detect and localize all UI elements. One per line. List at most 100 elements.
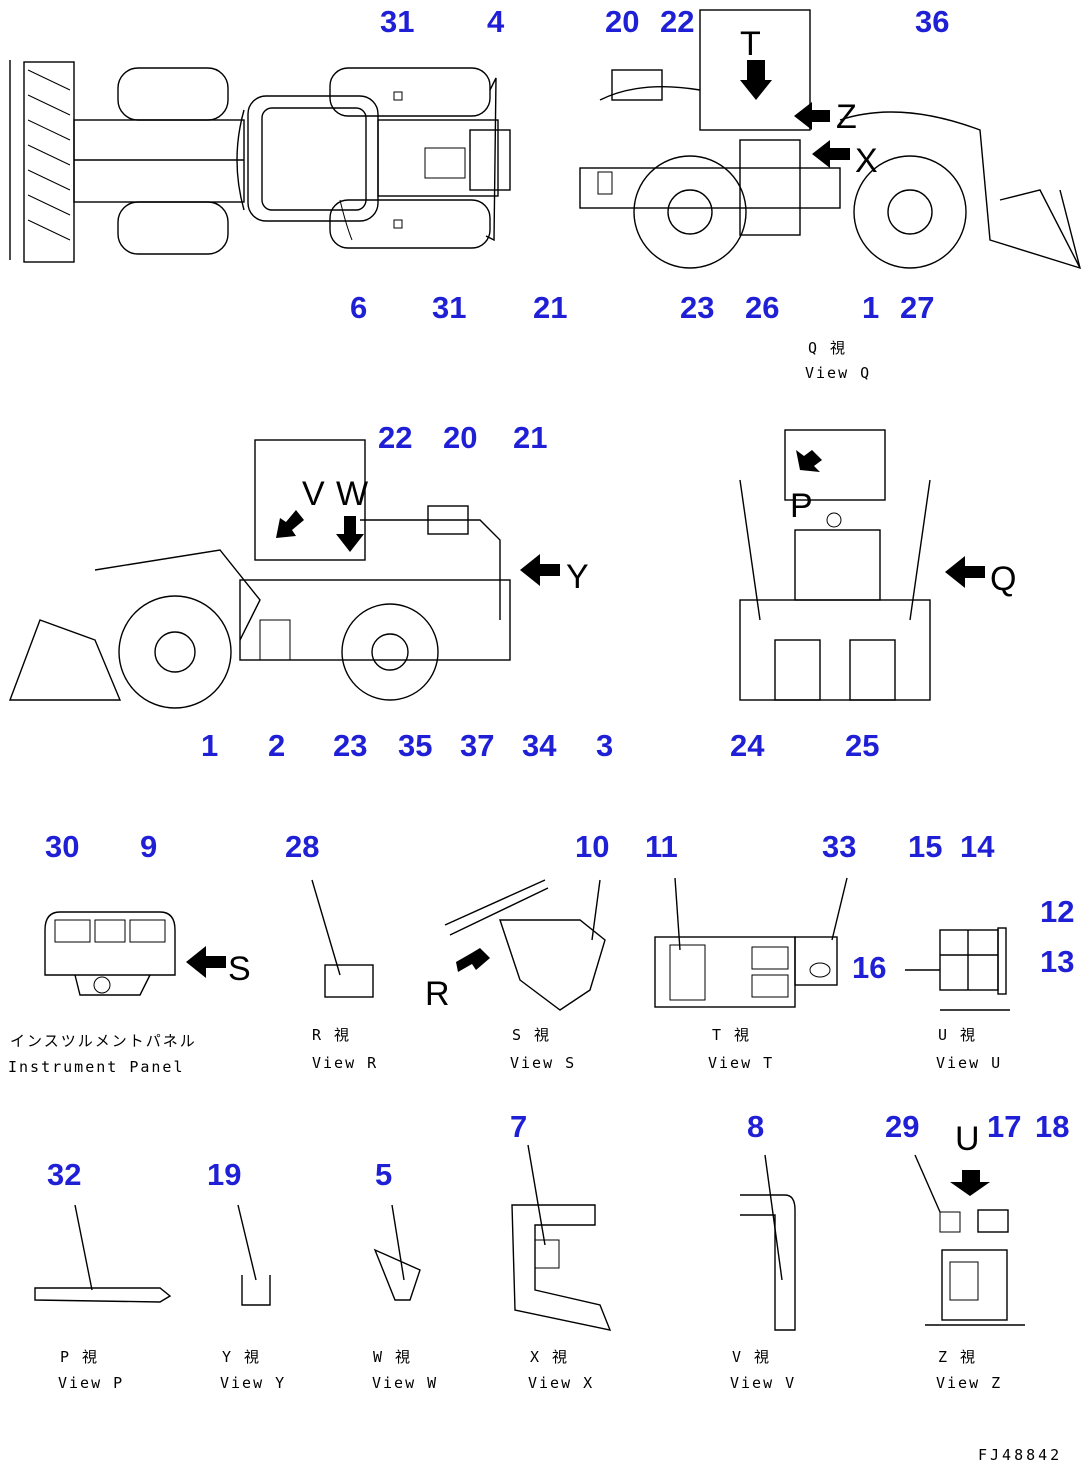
callout-q-26: 26 bbox=[745, 290, 779, 325]
arrow-label-u: U bbox=[955, 1120, 980, 1158]
caption-z-jp: Z 視 bbox=[938, 1348, 977, 1366]
callout-side-2: 2 bbox=[268, 728, 285, 763]
caption-p-en: View P bbox=[58, 1374, 124, 1392]
caption-inst-jp: インスツルメントパネル bbox=[10, 1032, 197, 1050]
arrow-y-icon bbox=[520, 554, 560, 586]
callout-top-31b: 31 bbox=[432, 290, 466, 325]
figure-code: FJ48842 bbox=[978, 1446, 1062, 1464]
callout-top-31a: 31 bbox=[380, 4, 414, 39]
caption-v-en: View V bbox=[730, 1374, 796, 1392]
callout-u-16: 16 bbox=[852, 950, 886, 985]
caption-w-jp: W 視 bbox=[373, 1348, 412, 1366]
caption-s-jp: S 視 bbox=[512, 1026, 551, 1044]
callout-rear-24: 24 bbox=[730, 728, 765, 763]
instrument-panel-drawing bbox=[44, 911, 176, 996]
callout-q-23: 23 bbox=[680, 290, 714, 325]
callout-side-34: 34 bbox=[522, 728, 557, 763]
callout-q-27: 27 bbox=[900, 290, 934, 325]
callout-u-14: 14 bbox=[960, 829, 995, 864]
caption-y-jp: Y 視 bbox=[222, 1348, 261, 1366]
callout-r-28: 28 bbox=[285, 829, 319, 864]
arrow-label-w: W bbox=[336, 475, 368, 513]
view-w-drawing bbox=[373, 1204, 421, 1301]
caption-s-en: View S bbox=[510, 1054, 576, 1072]
callout-u-12: 12 bbox=[1040, 894, 1074, 929]
callout-x-7: 7 bbox=[510, 1109, 527, 1144]
arrow-q-icon bbox=[945, 556, 985, 588]
caption-p-jp: P 視 bbox=[60, 1348, 99, 1366]
callout-z-29: 29 bbox=[885, 1109, 919, 1144]
caption-u-en: View U bbox=[936, 1054, 1002, 1072]
rear-view-drawing bbox=[739, 429, 931, 701]
callout-q-21: 21 bbox=[533, 290, 567, 325]
callout-side-22: 22 bbox=[378, 420, 412, 455]
view-t-drawing bbox=[654, 877, 848, 1008]
view-p-drawing bbox=[34, 1204, 172, 1303]
arrow-label-p: P bbox=[790, 487, 813, 525]
caption-v-jp: V 視 bbox=[732, 1348, 771, 1366]
arrow-label-s: S bbox=[228, 950, 251, 988]
callout-s-10: 10 bbox=[575, 829, 609, 864]
callout-u-15: 15 bbox=[908, 829, 942, 864]
view-v-drawing bbox=[740, 1154, 796, 1331]
arrow-label-v: V bbox=[302, 475, 325, 513]
callout-numbers: 31 4 6 31 20 22 36 21 23 26 1 27 22 20 2… bbox=[45, 4, 1074, 1192]
caption-q-jp: Q 視 bbox=[808, 339, 847, 357]
callout-p-32: 32 bbox=[47, 1157, 81, 1192]
callout-w-5: 5 bbox=[375, 1157, 392, 1192]
arrow-label-z: Z bbox=[836, 98, 857, 136]
callout-q-20: 20 bbox=[605, 4, 639, 39]
arrow-x-icon bbox=[812, 140, 850, 168]
callout-z-18: 18 bbox=[1035, 1109, 1069, 1144]
arrow-label-r: R bbox=[425, 975, 450, 1013]
caption-r-en: View R bbox=[312, 1054, 378, 1072]
caption-x-en: View X bbox=[528, 1374, 594, 1392]
caption-x-jp: X 視 bbox=[530, 1348, 569, 1366]
top-view-drawing bbox=[9, 60, 511, 263]
arrow-label-y: Y bbox=[566, 558, 589, 596]
callout-side-23: 23 bbox=[333, 728, 367, 763]
view-y-drawing bbox=[237, 1204, 271, 1306]
caption-u-jp: U 視 bbox=[938, 1026, 977, 1044]
view-z-drawing bbox=[914, 1154, 1025, 1326]
callout-q-1: 1 bbox=[862, 290, 879, 325]
caption-t-jp: T 視 bbox=[712, 1026, 751, 1044]
caption-t-en: View T bbox=[708, 1054, 774, 1072]
arrow-z-icon bbox=[794, 102, 830, 130]
callout-inst-9: 9 bbox=[140, 829, 157, 864]
caption-y-en: View Y bbox=[220, 1374, 286, 1392]
arrow-t-icon bbox=[740, 60, 772, 100]
callout-q-36: 36 bbox=[915, 4, 949, 39]
callout-side-21: 21 bbox=[513, 420, 547, 455]
arrow-label-t: T bbox=[740, 25, 761, 63]
callout-t-11: 11 bbox=[645, 829, 678, 864]
view-captions: Q 視 View Q インスツルメントパネル Instrument Panel … bbox=[8, 339, 1002, 1392]
view-q-drawing bbox=[579, 9, 1081, 270]
callout-side-1: 1 bbox=[201, 728, 218, 763]
callout-y-19: 19 bbox=[207, 1157, 241, 1192]
callout-u-13: 13 bbox=[1040, 944, 1074, 979]
view-x-drawing bbox=[511, 1144, 612, 1331]
view-r-drawing bbox=[311, 879, 374, 998]
arrow-v-icon bbox=[276, 510, 304, 538]
callout-q-22: 22 bbox=[660, 4, 694, 39]
callout-t-33: 33 bbox=[822, 829, 856, 864]
callout-v-8: 8 bbox=[747, 1109, 764, 1144]
callout-top-6: 6 bbox=[350, 290, 367, 325]
caption-inst-en: Instrument Panel bbox=[8, 1058, 185, 1076]
callout-side-20: 20 bbox=[443, 420, 477, 455]
arrow-label-q: Q bbox=[990, 560, 1016, 598]
callout-rear-25: 25 bbox=[845, 728, 879, 763]
callout-inst-30: 30 bbox=[45, 829, 79, 864]
callout-side-35: 35 bbox=[398, 728, 432, 763]
arrow-p-icon bbox=[796, 450, 822, 472]
arrow-letters: T Z X V W Y P Q S R U bbox=[228, 25, 1016, 1158]
arrow-u-icon bbox=[950, 1170, 990, 1196]
caption-q-en: View Q bbox=[805, 364, 871, 382]
arrow-w-icon bbox=[336, 516, 364, 552]
view-u-drawing bbox=[905, 927, 1010, 1011]
callout-side-3: 3 bbox=[596, 728, 613, 763]
caption-z-en: View Z bbox=[936, 1374, 1002, 1392]
arrow-s-icon bbox=[186, 946, 226, 978]
